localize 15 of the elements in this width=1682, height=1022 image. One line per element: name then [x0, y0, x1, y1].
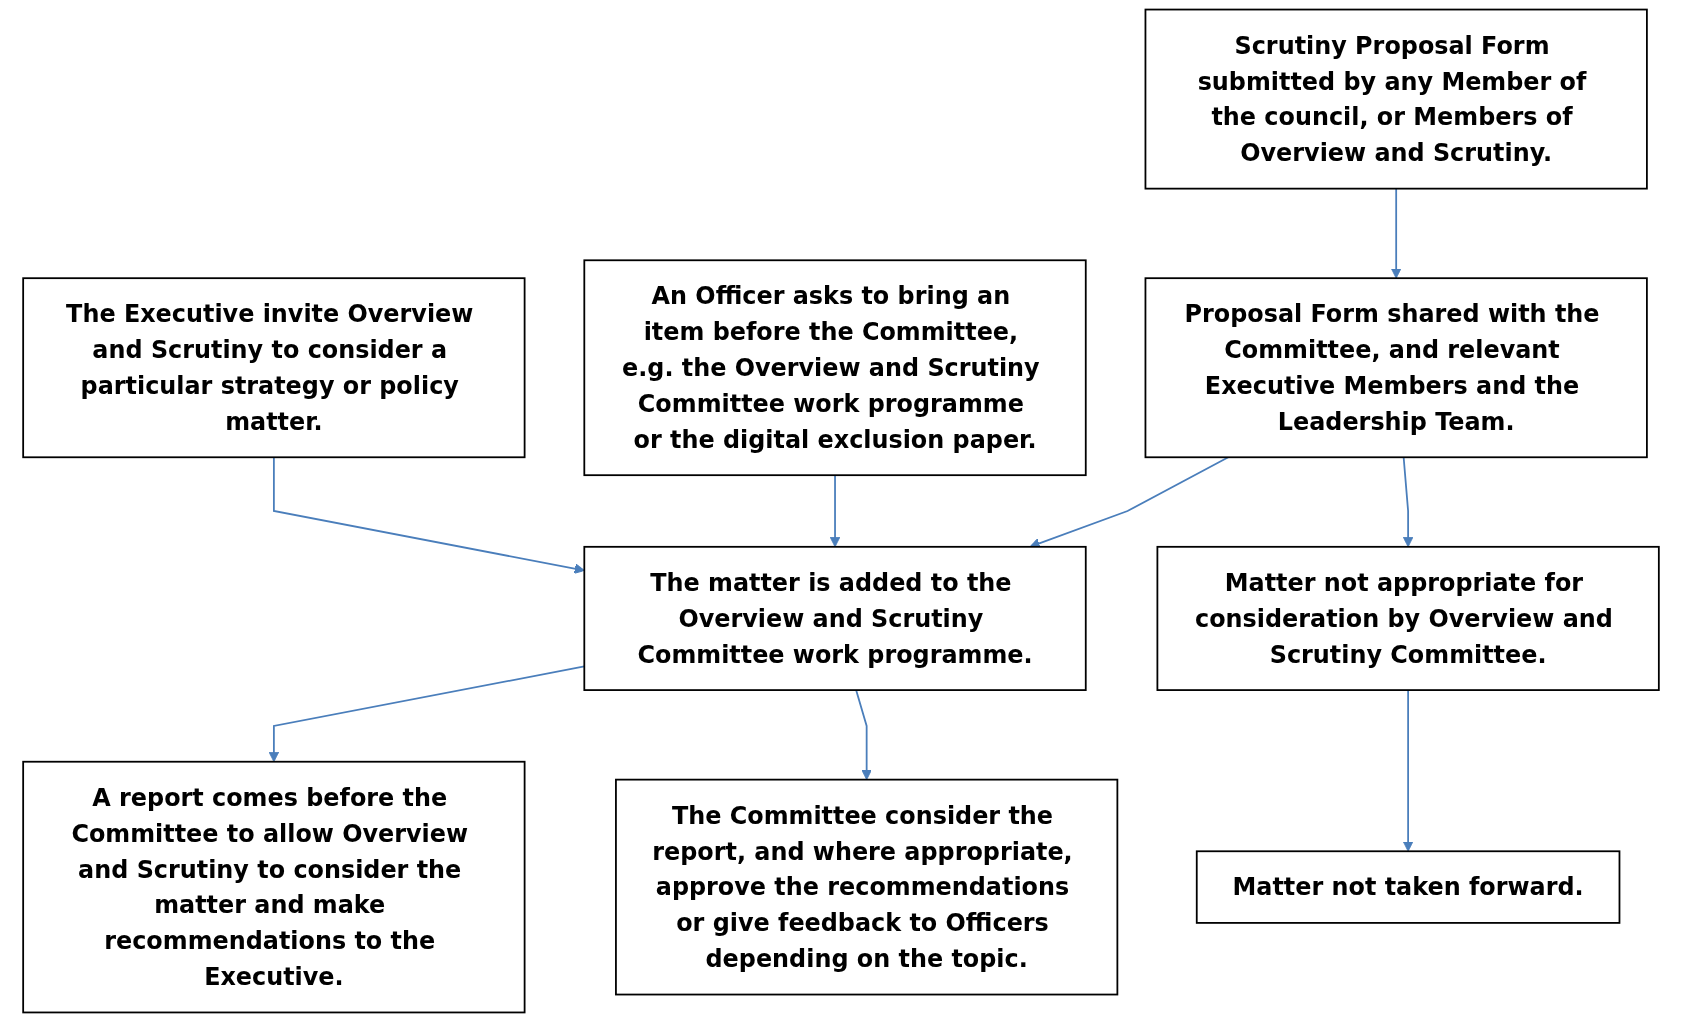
node-box: Matter not taken forward. — [1195, 850, 1621, 924]
node-box: The matter is added to the Overview and Scrutiny Committee work programme. — [583, 545, 1087, 691]
arrow — [273, 456, 585, 574]
arrow — [855, 689, 872, 781]
node-box: Proposal Form shared with the Committee, and relevant Executive Members and the Leadership Team. — [1144, 277, 1648, 459]
arrow — [1402, 456, 1414, 548]
arrow — [1402, 689, 1414, 852]
node-box: The Executive invite Overview and Scrutiny to consider a particular strategy or policy matter. — [22, 277, 526, 459]
node-box: An Officer asks to bring an item before the Committee, e.g. the Overview and Scrutiny Committee work programme or the digital exclusion paper. — [583, 259, 1087, 477]
arrow — [1390, 187, 1402, 279]
arrow — [829, 474, 841, 548]
node-box: Matter not appropriate for consideration by Overview and Scrutiny Committee. — [1156, 545, 1660, 691]
node-box: Scrutiny Proposal Form submitted by any Member of the council, or Members of Overview and Scrutiny. — [1144, 8, 1648, 190]
node-box: A report comes before the Committee to allow Overview and Scrutiny to consider the matter and make recommendations to the Executive. — [22, 760, 526, 1014]
node-box: The Committee consider the report, and where appropriate, approve the recommendations or give feedback to Officers depending on the topic. — [615, 778, 1119, 996]
